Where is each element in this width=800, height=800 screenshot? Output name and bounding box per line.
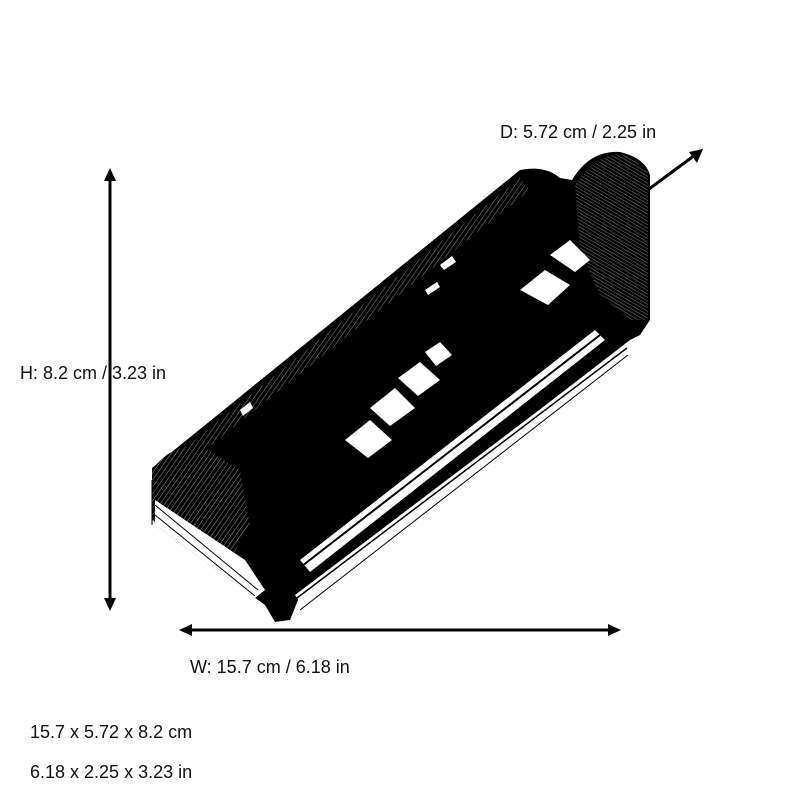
summary-imperial: 6.18 x 2.25 x 3.23 in: [30, 762, 193, 782]
height-label: H: 8.2 cm / 3.23 in: [20, 363, 167, 383]
summary-metric: 15.7 x 5.72 x 8.2 cm: [30, 722, 193, 742]
depth-label: D: 5.72 cm / 2.25 in: [500, 122, 657, 142]
width-label: W: 15.7 cm / 6.18 in: [190, 657, 350, 677]
height-arrow: [104, 168, 116, 611]
depth-arrow: [644, 149, 703, 194]
wireframe-model-icon: [151, 151, 650, 622]
width-arrow: [179, 624, 621, 636]
